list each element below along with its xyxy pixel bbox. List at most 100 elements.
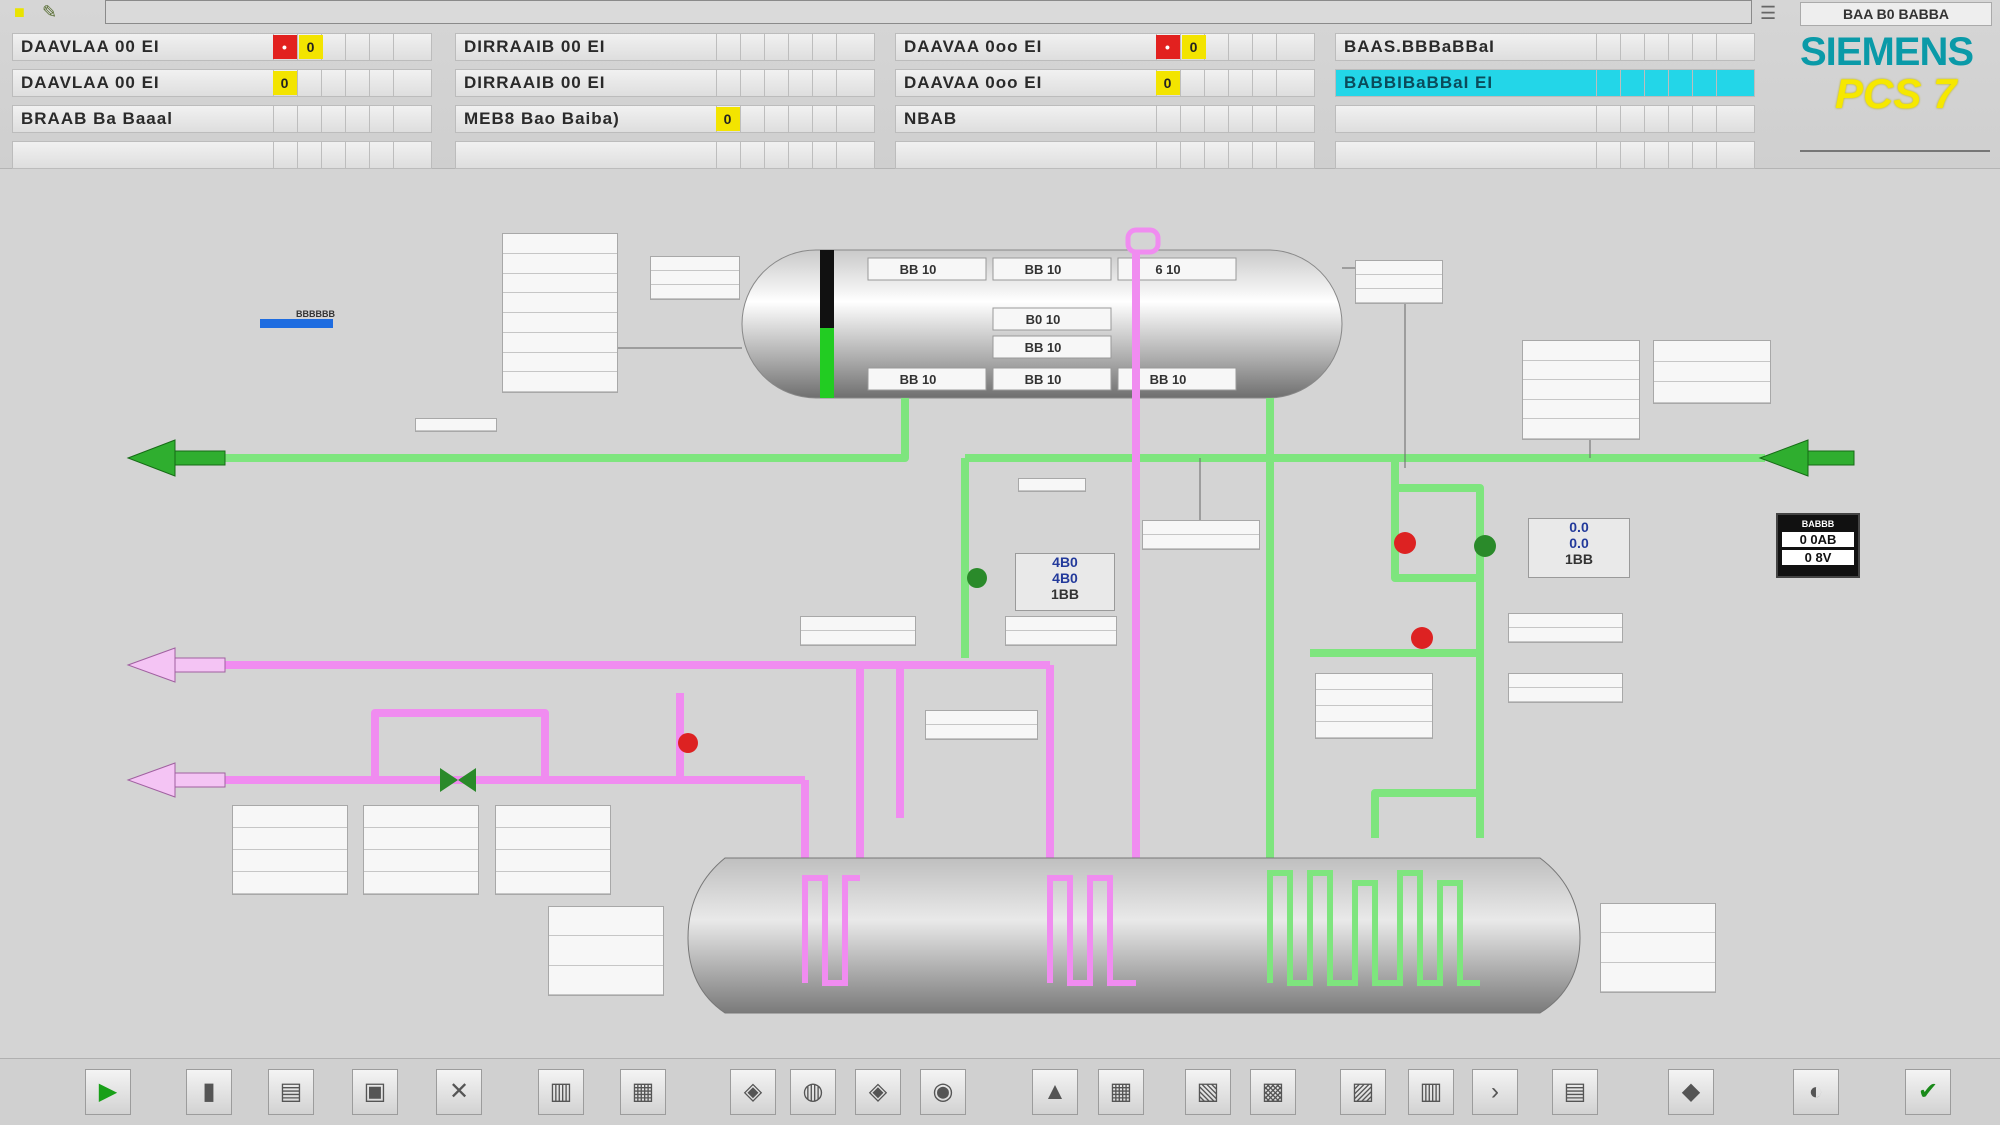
data-box-4[interactable] (1522, 340, 1640, 440)
valve-red-3[interactable] (1411, 627, 1433, 649)
alarm-row[interactable]: BABBIBaBBaI EI (1335, 69, 1755, 97)
data-box-10[interactable] (1005, 616, 1117, 646)
toolbar-button[interactable]: ▩ (1250, 1069, 1296, 1115)
drum-value-box[interactable]: BB 10 (992, 257, 1112, 281)
drum-value-box[interactable]: BB 10 (992, 335, 1112, 359)
alarm-row[interactable]: BRAAB Ba Baaal (12, 105, 432, 133)
data-box-11[interactable] (1508, 613, 1623, 643)
flue-out-arrow-1[interactable] (126, 647, 226, 683)
toolbar-button[interactable]: ◆ (1668, 1069, 1714, 1115)
valve-red-1[interactable] (678, 733, 698, 753)
valve-green-3[interactable] (1474, 535, 1496, 557)
data-box-8[interactable] (1142, 520, 1260, 550)
data-box-3[interactable] (1355, 260, 1443, 304)
toolbar-button[interactable]: ▣ (352, 1069, 398, 1115)
alarm-row[interactable] (12, 141, 432, 169)
data-box-19[interactable] (1600, 903, 1716, 993)
toolbar-button[interactable]: › (1472, 1069, 1518, 1115)
tool-icon: ▩ (1261, 1078, 1285, 1105)
drum-value-box[interactable]: B0 10 (992, 307, 1112, 331)
toolbar-button[interactable]: ✔ (1905, 1069, 1951, 1115)
valve-green-2[interactable] (967, 568, 987, 588)
alarm-row-text: DAAVLAA 00 EI (21, 37, 160, 56)
alarm-row[interactable]: DAAVLAA 00 EI •0 (12, 33, 432, 61)
alarm-row[interactable]: DIRRAAIB 00 EI (455, 69, 875, 97)
flue-out-arrow-2[interactable] (126, 762, 226, 798)
alarm-row[interactable] (1335, 105, 1755, 133)
alarm-row[interactable]: DAAVAA 0oo EI•0 (895, 33, 1315, 61)
toolbar-button[interactable]: ▮ (186, 1069, 232, 1115)
data-box-17[interactable] (495, 805, 611, 895)
alarm-row[interactable]: DIRRAAIB 00 EI (455, 33, 875, 61)
drum-value-box[interactable]: BB 10 (867, 257, 987, 281)
level-indicator[interactable]: BBBBBB (235, 310, 335, 328)
data-box-15[interactable] (232, 805, 348, 895)
play-button[interactable]: ▶ (85, 1069, 131, 1115)
yellow-alarm-flag[interactable]: 0 (1182, 35, 1206, 59)
data-box-9[interactable] (800, 616, 916, 646)
data-box-5[interactable] (1653, 340, 1771, 404)
yellow-alarm-flag[interactable]: 0 (1156, 71, 1180, 95)
drum-value-box[interactable]: BB 10 (1117, 367, 1237, 391)
yellow-alarm-flag[interactable]: 0 (716, 107, 740, 131)
edit-icon[interactable]: ✎ (42, 2, 58, 22)
yellow-square-icon[interactable]: ■ (14, 2, 25, 22)
status-display-line-2: 0 0AB (1782, 532, 1854, 547)
status-display[interactable]: BABBB 0 0AB 0 8V (1776, 513, 1860, 578)
toolbar-button[interactable]: ▦ (1098, 1069, 1144, 1115)
faceplate-2-value-3: 1BB (1564, 551, 1593, 567)
alarm-row[interactable] (455, 141, 875, 169)
drum-value-box[interactable]: 6 10 (1117, 257, 1237, 281)
toolbar-button[interactable]: ▦ (620, 1069, 666, 1115)
toolbar-button[interactable]: ▤ (268, 1069, 314, 1115)
valve-green-1[interactable] (440, 768, 476, 792)
tool-icon: ▧ (1196, 1078, 1220, 1105)
drum-value-box[interactable]: BB 10 (867, 367, 987, 391)
toolbar-button[interactable]: ◐ (1793, 1069, 1839, 1115)
alarm-row[interactable] (895, 141, 1315, 169)
controller-faceplate-2[interactable]: 0.0 0.0 1BB (1528, 518, 1630, 578)
valve-red-2[interactable] (1394, 532, 1416, 554)
alarm-row[interactable] (1335, 141, 1755, 169)
data-box-14[interactable] (925, 710, 1038, 740)
toolbar-button[interactable]: ▨ (1340, 1069, 1386, 1115)
toolbar-button[interactable]: ◈ (855, 1069, 901, 1115)
alarm-row-text: BAAS.BBBaBBaI (1344, 37, 1495, 56)
data-box-7[interactable] (1018, 478, 1086, 492)
alarm-cells (273, 142, 417, 168)
alarm-row[interactable]: BAAS.BBBaBBaI (1335, 33, 1755, 61)
toolbar-button[interactable]: ◍ (790, 1069, 836, 1115)
toolbar-button[interactable]: ▥ (1408, 1069, 1454, 1115)
data-box-18[interactable] (548, 906, 664, 996)
red-alarm-flag[interactable]: • (1156, 35, 1180, 59)
red-alarm-flag[interactable]: • (273, 35, 297, 59)
data-box-2[interactable] (650, 256, 740, 300)
data-box-1[interactable] (502, 233, 618, 393)
alarm-row[interactable]: MEB8 Bao Baiba)0 (455, 105, 875, 133)
yellow-alarm-flag[interactable]: 0 (273, 71, 297, 95)
toolbar-button[interactable]: ✕ (436, 1069, 482, 1115)
tool-icon: ◉ (932, 1078, 954, 1105)
faceplate-1-value-3: 1BB (1050, 586, 1079, 602)
toolbar-button[interactable]: ▤ (1552, 1069, 1598, 1115)
steam-out-arrow[interactable] (126, 439, 226, 477)
toolbar-button[interactable]: ▲ (1032, 1069, 1078, 1115)
steam-in-arrow[interactable] (1758, 439, 1855, 477)
data-box-16[interactable] (363, 805, 479, 895)
toolbar-button[interactable]: ◉ (920, 1069, 966, 1115)
alarm-row[interactable]: NBAB (895, 105, 1315, 133)
data-box-13[interactable] (1315, 673, 1433, 739)
toolbar-button[interactable]: ▧ (1185, 1069, 1231, 1115)
controller-faceplate-1[interactable]: 4B0 4B0 1BB (1015, 553, 1115, 611)
data-box-6[interactable] (415, 418, 497, 432)
drum-value-box[interactable]: BB 10 (992, 367, 1112, 391)
data-box-12[interactable] (1508, 673, 1623, 703)
logo-divider (1800, 150, 1990, 152)
menu-icon[interactable]: ☰ (1760, 3, 1777, 23)
alarm-row-text: BRAAB Ba Baaal (21, 109, 173, 128)
yellow-alarm-flag[interactable]: 0 (299, 35, 323, 59)
toolbar-button[interactable]: ◈ (730, 1069, 776, 1115)
toolbar-button[interactable]: ▥ (538, 1069, 584, 1115)
